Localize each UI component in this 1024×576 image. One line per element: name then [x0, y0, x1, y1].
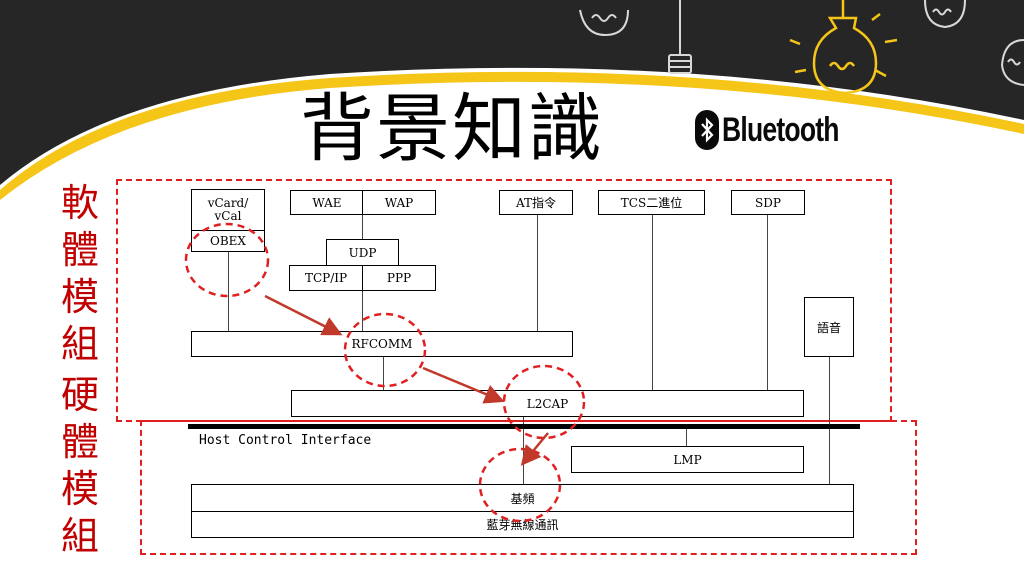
ppp-box: PPP [362, 265, 436, 291]
connector-line [537, 215, 538, 332]
hardware-module-label: 硬 體 模 組 [55, 372, 105, 560]
software-label-char: 模 [60, 275, 99, 319]
software-label-char: 組 [60, 322, 99, 366]
connector-line [362, 290, 363, 332]
hci-label: Host Control Interface [199, 433, 372, 448]
hardware-label-char: 組 [60, 514, 99, 558]
hardware-label-char: 模 [60, 467, 99, 511]
connector-line [829, 356, 830, 484]
wae-box: WAE [290, 190, 364, 215]
bulb-doodle-lit [789, 0, 898, 95]
slide-title: 背景知識 [300, 86, 604, 172]
hardware-label-char: 硬 [60, 373, 99, 417]
connector-line [362, 215, 363, 239]
bulb-doodle-right [924, 0, 1024, 86]
vcard-vcal-box: vCard/ vCal [191, 189, 265, 231]
radio-box: 藍芽無線通訊 [191, 511, 854, 538]
at-command-box: AT指令 [499, 190, 573, 215]
rfcomm-box: RFCOMM [191, 331, 573, 357]
connector-line [383, 356, 384, 390]
connector-line [228, 250, 229, 332]
obex-box: OBEX [191, 230, 265, 252]
software-module-label: 軟 體 模 組 [55, 180, 105, 368]
hci-bar [188, 424, 860, 429]
bluetooth-rune-icon [695, 110, 719, 150]
l2cap-box: L2CAP [291, 390, 804, 417]
connector-line [686, 429, 687, 446]
bluetooth-logo-text: Bluetooth [722, 110, 839, 149]
voice-box: 語音 [804, 297, 854, 357]
tcs-binary-box: TCS二進位 [598, 190, 705, 215]
baseband-box: 基頻 [191, 484, 854, 512]
udp-box: UDP [326, 239, 399, 266]
connector-line [652, 215, 653, 390]
lmp-box: LMP [571, 446, 804, 473]
bulb-doodle-left [579, 0, 692, 74]
software-label-char: 體 [60, 228, 99, 272]
connector-line [767, 215, 768, 390]
tcpip-box: TCP/IP [289, 265, 363, 291]
bluetooth-logo: Bluetooth [695, 104, 872, 156]
software-label-char: 軟 [60, 181, 99, 225]
sdp-box: SDP [731, 190, 805, 215]
hardware-label-char: 體 [60, 420, 99, 464]
wap-box: WAP [362, 190, 436, 215]
